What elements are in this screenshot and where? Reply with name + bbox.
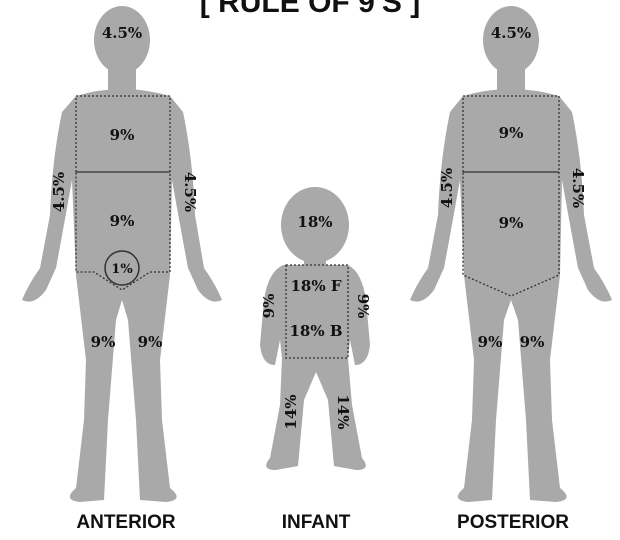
posterior-left-arm-label: 4.5%	[438, 168, 456, 208]
diagram-title: [ RULE OF 9'S ]	[200, 0, 420, 19]
posterior-right-arm-label: 4.5%	[569, 168, 587, 208]
posterior-right-leg-label: 9%	[520, 333, 545, 351]
infant-left-leg-label: 14%	[282, 394, 300, 429]
anterior-silhouette	[22, 6, 222, 502]
anterior-right-arm-label: 4.5%	[181, 172, 199, 212]
infant-trunk-front-label: 18% F	[291, 277, 342, 295]
anterior-figure: 4.5% 9% 9% 1% 4.5% 4.5% 9% 9% ANTERIOR	[22, 6, 222, 533]
infant-left-arm-label: 9%	[260, 294, 278, 319]
posterior-lower-back-label: 9%	[499, 214, 524, 232]
infant-right-arm-label: 9%	[354, 294, 372, 319]
anterior-caption: ANTERIOR	[76, 512, 176, 533]
anterior-right-leg-label: 9%	[138, 333, 163, 351]
infant-right-leg-label: 14%	[334, 394, 352, 429]
infant-figure: 18% 18% F 18% B 9% 9% 14% 14% INFANT	[260, 187, 372, 533]
anterior-left-leg-label: 9%	[91, 333, 116, 351]
infant-trunk-back-label: 18% B	[289, 322, 342, 340]
infant-caption: INFANT	[282, 512, 351, 533]
posterior-head-label: 4.5%	[491, 24, 531, 42]
anterior-genitalia-label: 1%	[111, 262, 133, 277]
posterior-left-leg-label: 9%	[478, 333, 503, 351]
posterior-silhouette	[410, 6, 612, 502]
anterior-chest-label: 9%	[110, 126, 135, 144]
anterior-abdomen-label: 9%	[110, 212, 135, 230]
posterior-figure: 4.5% 9% 9% 4.5% 4.5% 9% 9% POSTERIOR	[410, 6, 612, 533]
posterior-upper-back-label: 9%	[499, 124, 524, 142]
anterior-left-arm-label: 4.5%	[50, 172, 68, 212]
anterior-head-label: 4.5%	[102, 24, 142, 42]
posterior-caption: POSTERIOR	[457, 512, 569, 533]
infant-head-label: 18%	[297, 213, 332, 231]
